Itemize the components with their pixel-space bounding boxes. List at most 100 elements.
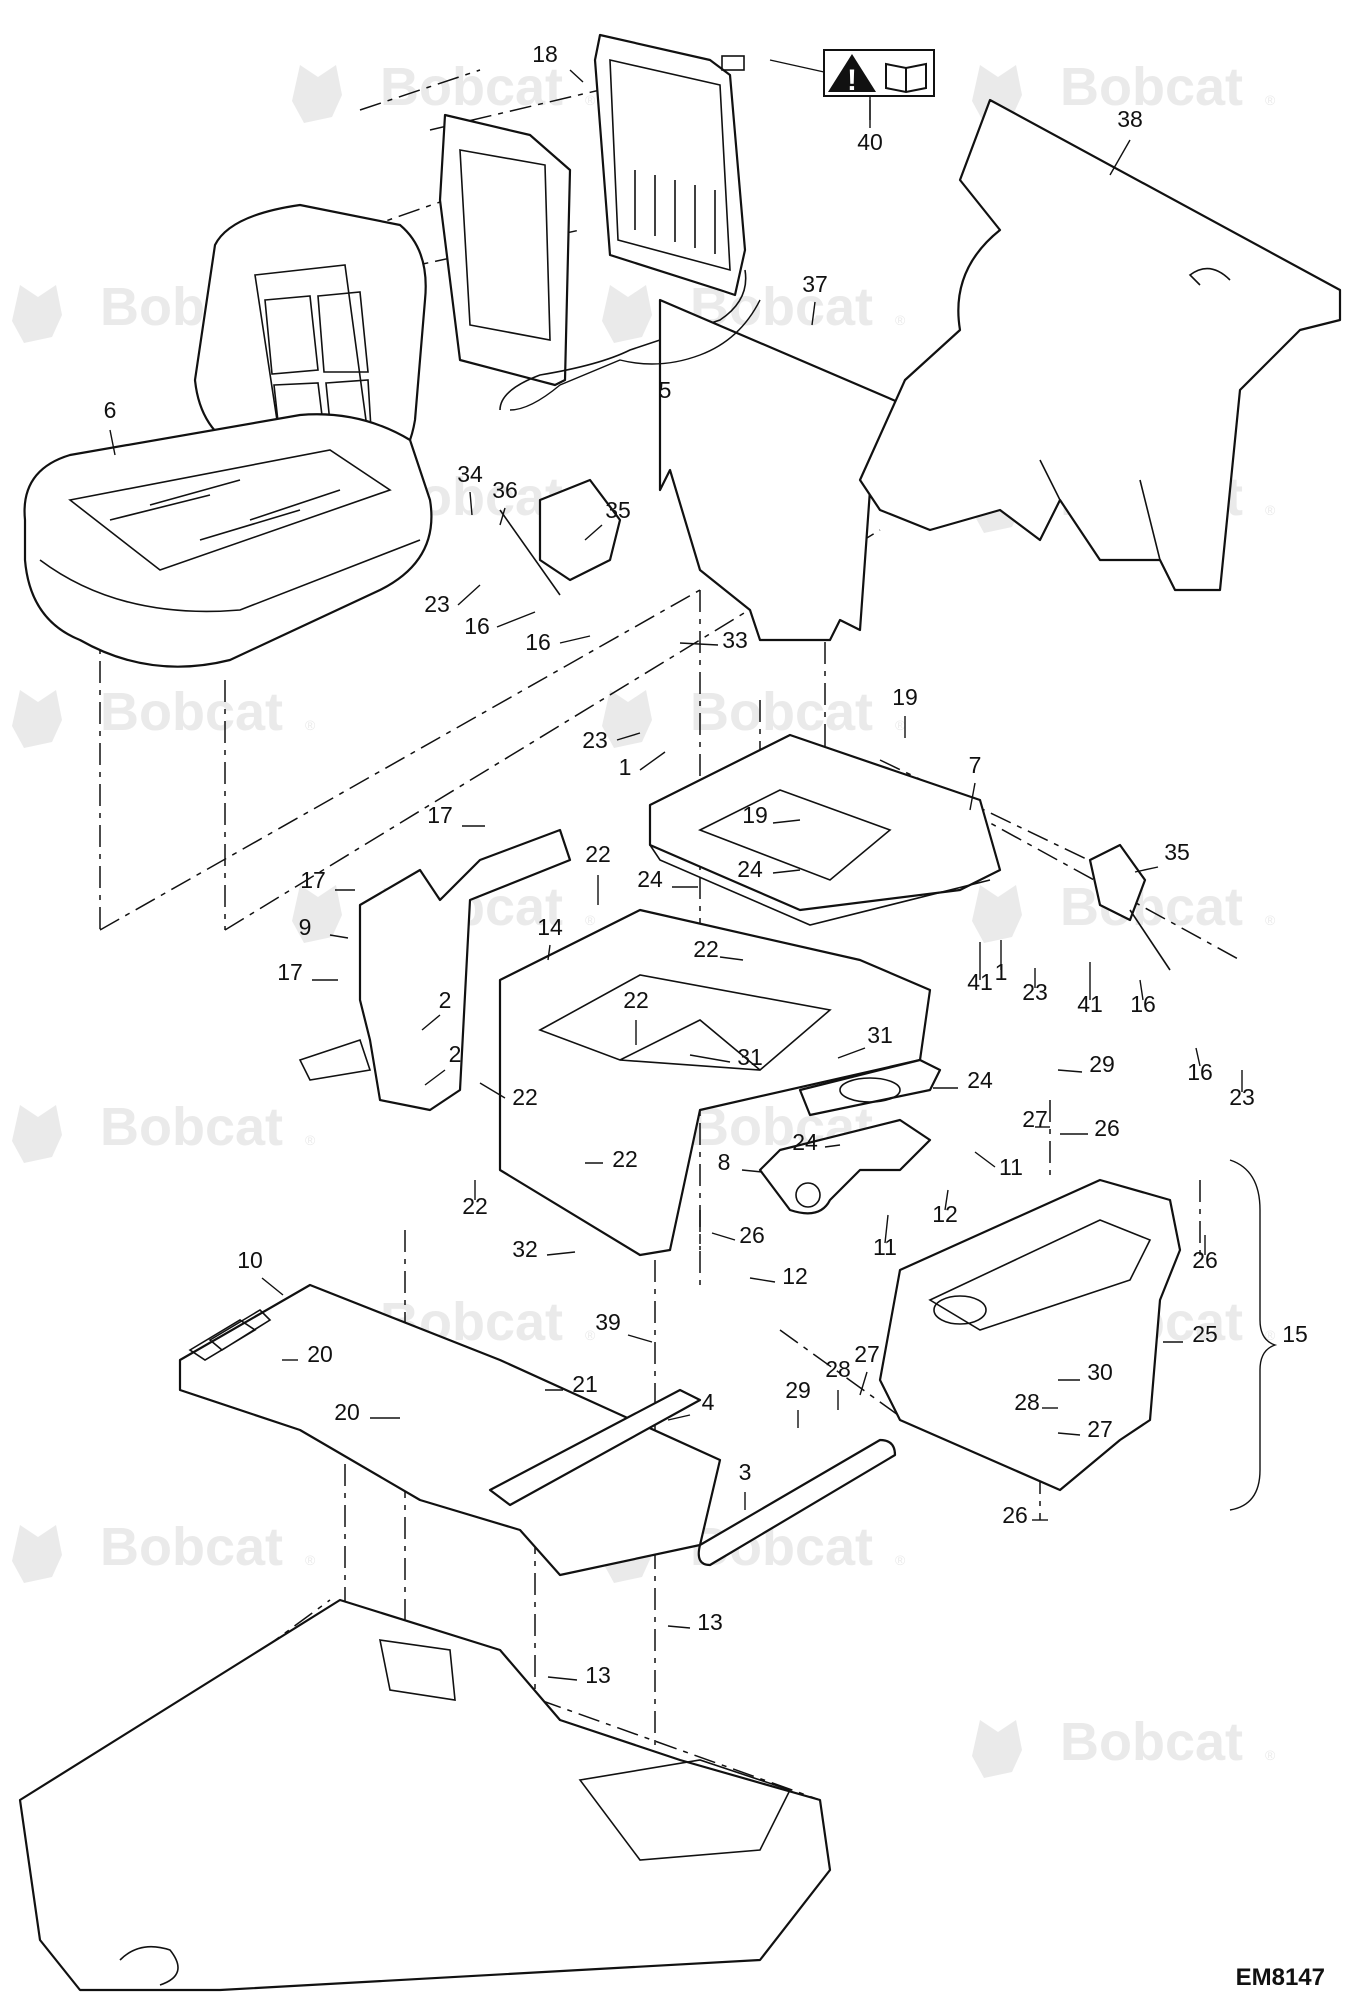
watermark-registered-mark: ® — [895, 312, 906, 328]
seat-mount-plate-7 — [648, 733, 1002, 926]
callout-leader — [1109, 139, 1131, 176]
part-callout-c13a: 13 — [697, 1609, 723, 1635]
part-callout-c3: 3 — [739, 1459, 752, 1485]
part-callout-c7: 7 — [969, 752, 982, 778]
part-callout-c27c: 27 — [1087, 1416, 1113, 1442]
callout-leader — [719, 956, 744, 961]
bobcat-watermark: Bobcat® — [292, 57, 596, 123]
bobcat-logo-icon — [972, 885, 1022, 943]
callout-leader — [616, 732, 641, 741]
watermark-registered-mark: ® — [1265, 1747, 1276, 1763]
side-panel-9 — [298, 828, 572, 1112]
part-callout-c24d: 24 — [792, 1129, 818, 1155]
callout-leader — [1139, 979, 1144, 1001]
warning-decal: ! — [721, 49, 935, 120]
watermark-brand-text: Bobcat — [1060, 1712, 1243, 1772]
part-callout-c24c: 24 — [967, 1067, 993, 1093]
bobcat-logo-icon — [12, 690, 62, 748]
callout-leader — [547, 944, 551, 961]
bobcat-logo-icon — [972, 65, 1022, 123]
callout-leader — [627, 1334, 653, 1343]
part-callout-c19a: 19 — [892, 684, 918, 710]
callout-leader — [811, 301, 816, 326]
bobcat-watermark: Bobcat ® — [12, 1517, 316, 1583]
callout-leader — [679, 642, 719, 646]
bobcat-watermark: Bobcat® — [972, 57, 1276, 123]
watermark-registered-mark: ® — [1265, 1327, 1276, 1343]
callout-leader — [1134, 866, 1159, 873]
part-callout-c14: 14 — [537, 914, 563, 940]
part-callout-c23b: 23 — [582, 727, 608, 753]
part-callout-c16a: 16 — [464, 613, 490, 639]
bobcat-logo-icon — [602, 690, 652, 748]
part-callout-c16d: 16 — [1187, 1059, 1213, 1085]
part-callout-c12a: 12 — [932, 1201, 958, 1227]
part-callout-c24a: 24 — [737, 856, 763, 882]
callout-leader — [424, 1069, 446, 1086]
leader-lines — [109, 69, 1243, 1681]
frame-base — [18, 1598, 832, 1992]
part-callout-c17c: 17 — [277, 959, 303, 985]
watermark-brand-text: Bobcat — [1060, 57, 1243, 117]
callout-leader — [884, 1214, 889, 1244]
part-callout-c32: 32 — [512, 1236, 538, 1262]
floor-plate-10 — [178, 1283, 722, 1577]
part-callout-c31b: 31 — [867, 1022, 893, 1048]
part-callout-c16c: 16 — [1130, 991, 1156, 1017]
part-callout-c21: 21 — [572, 1371, 598, 1397]
part-callout-c41a: 41 — [967, 969, 993, 995]
callout-leader — [1195, 1047, 1201, 1067]
part-callout-c36: 36 — [492, 477, 518, 503]
part-callout-c1b: 1 — [995, 959, 1008, 985]
watermark-brand-text: Bobcat — [100, 1517, 283, 1577]
part-callout-c2a: 2 — [439, 987, 452, 1013]
mat-38 — [858, 98, 1342, 592]
callout-leader — [824, 1144, 841, 1148]
callout-leader — [944, 1189, 949, 1211]
part-callout-c19b: 19 — [742, 802, 768, 828]
part-callout-c29a: 29 — [1089, 1051, 1115, 1077]
seat-belt-buckle-35-right — [1088, 843, 1171, 971]
watermark-registered-mark: ® — [1265, 912, 1276, 928]
part-callout-c40: 40 — [857, 129, 883, 155]
part-callout-c28a: 28 — [825, 1356, 851, 1382]
callout-leader — [469, 491, 473, 516]
watermark-brand-text: Bobcat — [690, 682, 873, 742]
watermark-registered-mark: ® — [305, 717, 316, 733]
part-callout-c23a: 23 — [424, 591, 450, 617]
callout-leader — [584, 524, 603, 541]
part-callout-c39: 39 — [595, 1309, 621, 1335]
battery-box-25 — [878, 1178, 1182, 1492]
warning-exclamation: ! — [847, 64, 857, 97]
diagram-reference-code: EM8147 — [1236, 1964, 1325, 1991]
bobcat-logo-icon — [972, 1720, 1022, 1778]
callout-leader — [546, 1251, 576, 1256]
part-callout-c15: 15 — [1282, 1321, 1308, 1347]
part-callout-c26c: 26 — [739, 1222, 765, 1248]
watermark-registered-mark: ® — [895, 717, 906, 733]
part-callout-c22f: 22 — [462, 1193, 488, 1219]
part-callout-c12b: 12 — [782, 1263, 808, 1289]
callout-leader — [1057, 1432, 1081, 1436]
watermark-registered-mark: ® — [585, 92, 596, 108]
part-callout-c24b: 24 — [637, 866, 663, 892]
part-callout-c27a: 27 — [1022, 1106, 1048, 1132]
callout-leader — [457, 584, 481, 606]
part-callout-c10: 10 — [237, 1247, 263, 1273]
part-callout-c18: 18 — [532, 41, 558, 67]
callout-leader — [109, 429, 116, 456]
seat-box-14 — [498, 908, 932, 1257]
callout-leader — [261, 1277, 284, 1296]
watermark-registered-mark: ® — [305, 1552, 316, 1568]
callout-leader — [837, 1047, 866, 1059]
part-callout-c17a: 17 — [427, 802, 453, 828]
part-callout-c16b: 16 — [525, 629, 551, 655]
callout-leader — [421, 1014, 441, 1031]
part-callout-c23c: 23 — [1022, 979, 1048, 1005]
part-callout-c30: 30 — [1087, 1359, 1113, 1385]
watermark-registered-mark: ® — [585, 1327, 596, 1343]
watermark-registered-mark: ® — [1265, 502, 1276, 518]
bobcat-watermark: Bobcat® — [12, 1097, 316, 1163]
seat-belt-buckle-35-upper — [499, 478, 622, 596]
part-callout-c20a: 20 — [307, 1341, 333, 1367]
